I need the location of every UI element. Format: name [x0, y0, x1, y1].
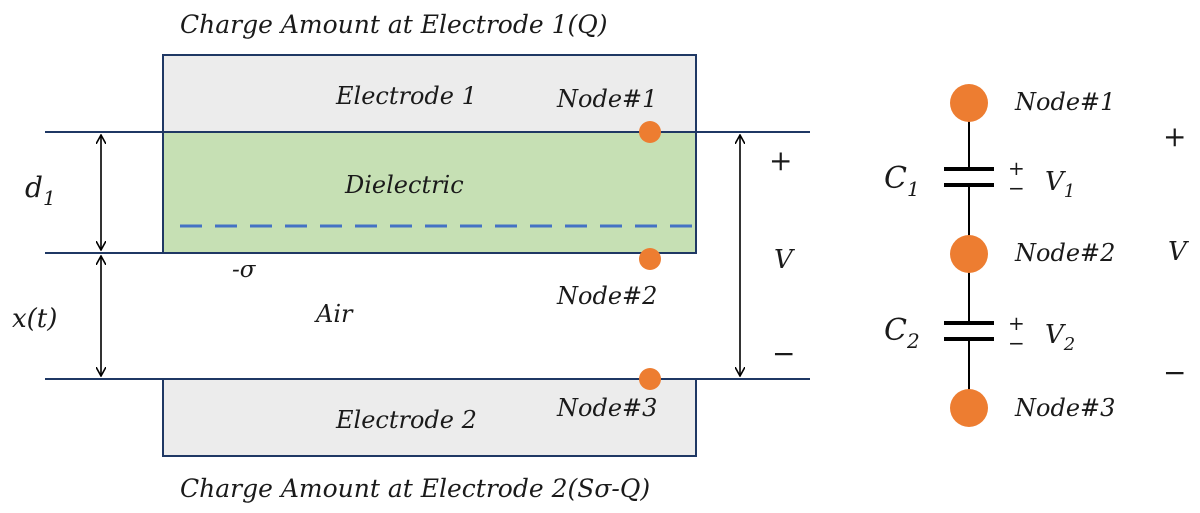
- dielectric-label: Dielectric: [344, 171, 464, 199]
- c2-label: C2: [884, 313, 920, 353]
- structure-minus-sign: −: [772, 337, 795, 370]
- c1-minus-sign: −: [1008, 176, 1025, 200]
- node-3-dot: [639, 368, 661, 390]
- circuit-voltage-label: V: [1168, 237, 1189, 267]
- circuit-node-2-dot: [950, 235, 988, 273]
- circuit-node-1-dot: [950, 84, 988, 122]
- d1-label: d1: [25, 171, 56, 210]
- node-1-label: Node#1: [556, 85, 657, 113]
- dielectric-layer: [162, 131, 697, 254]
- v1-label: V1: [1045, 167, 1075, 202]
- electrode-2-label: Electrode 2: [335, 406, 477, 434]
- c2-minus-sign: −: [1008, 331, 1025, 355]
- structure-voltage-label: V: [774, 245, 795, 275]
- circuit-node-2-label: Node#2: [1014, 239, 1115, 267]
- electrode-1: [162, 54, 697, 133]
- top-caption: Charge Amount at Electrode 1(Q): [180, 10, 607, 39]
- circuit-node-3-dot: [950, 389, 988, 427]
- structure-plus-sign: +: [769, 144, 792, 177]
- node-2-label: Node#2: [556, 282, 657, 310]
- node-1-dot: [639, 121, 661, 143]
- gap-label: x(t): [12, 304, 57, 334]
- air-label: Air: [314, 300, 354, 328]
- sigma-label: -σ: [232, 257, 257, 283]
- circuit-node-1-label: Node#1: [1014, 88, 1115, 116]
- bottom-caption: Charge Amount at Electrode 2(Sσ-Q): [180, 474, 650, 503]
- electrode-1-label: Electrode 1: [335, 82, 477, 110]
- c2-plus-sign: +: [1008, 311, 1025, 335]
- node-3-label: Node#3: [556, 394, 657, 422]
- c1-label: C1: [884, 161, 920, 201]
- c1-plus-sign: +: [1008, 156, 1025, 180]
- circuit-minus-sign: −: [1163, 356, 1186, 389]
- circuit-node-3-label: Node#3: [1014, 394, 1115, 422]
- circuit-plus-sign: +: [1163, 120, 1186, 153]
- v2-label: V2: [1045, 320, 1075, 355]
- node-2-dot: [639, 248, 661, 270]
